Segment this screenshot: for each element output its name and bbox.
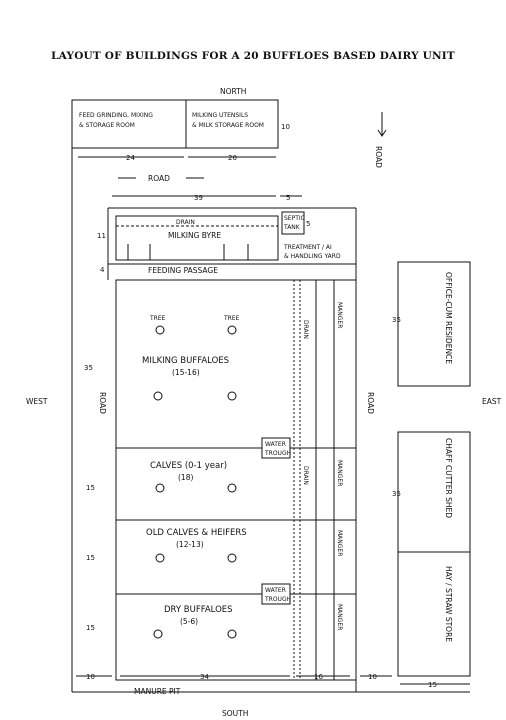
manger-label-4: MANGER xyxy=(336,604,343,630)
west-label: WEST xyxy=(26,397,48,406)
tree-marker xyxy=(155,483,165,493)
east-road-top-label: ROAD xyxy=(374,146,383,168)
trough-label-2: TROUGH xyxy=(264,596,291,603)
chaff-dim: 35 xyxy=(392,490,401,498)
water-trough-label-2: WATER xyxy=(265,587,286,594)
bottom-far-right-dim: 15 xyxy=(428,681,437,689)
tree-marker xyxy=(227,325,237,335)
milking-shed-label: MILKING BUFFALOES xyxy=(142,356,229,366)
passage-dim: 4 xyxy=(100,266,105,274)
north-label: NORTH xyxy=(220,87,246,96)
water-trough xyxy=(261,437,291,459)
milk-room-label-2: & MILK STORAGE ROOM xyxy=(192,122,264,129)
top-rooms-block xyxy=(71,99,279,149)
tree-marker xyxy=(155,325,165,335)
office-label: OFFICE-CUM RESIDENCE xyxy=(444,272,453,364)
north-road-label: ROAD xyxy=(148,174,170,183)
hay-straw-store xyxy=(397,551,471,677)
tree-label: TREE xyxy=(149,315,166,322)
milking-byre xyxy=(115,215,279,261)
west-road-label: ROAD xyxy=(98,392,107,414)
tree-marker xyxy=(153,629,163,639)
bottom-right-dim: 16 xyxy=(314,673,323,681)
septic-tank xyxy=(281,211,305,235)
tree-marker xyxy=(227,553,237,563)
office-building xyxy=(397,261,471,387)
feed-room-label: FEED GRINDING, MIXING xyxy=(79,112,153,119)
bottom-left-dim: 10 xyxy=(86,673,95,681)
milk-room-label: MILKING UTENSILS xyxy=(192,112,248,119)
dry-shed-label: DRY BUFFALOES xyxy=(164,605,233,615)
milking-byre-label: MILKING BYRE xyxy=(168,231,221,240)
drain-label-2: DRAIN xyxy=(302,466,309,485)
trough-label: TROUGH xyxy=(264,450,291,457)
heifers-depth-dim: 15 xyxy=(86,554,95,562)
dry-shed-count: (5-6) xyxy=(180,617,198,626)
septic-label: SEPTIC xyxy=(284,215,305,222)
milking-shed-count: (15-16) xyxy=(172,368,200,377)
water-trough-label: WATER xyxy=(265,441,286,448)
feeding-passage-label: FEEDING PASSAGE xyxy=(148,266,218,275)
calves-shed-label: CALVES (0-1 year) xyxy=(150,461,227,471)
drain-label: DRAIN xyxy=(302,320,309,339)
milking-depth-dim: 35 xyxy=(84,364,93,372)
manger-label: MANGER xyxy=(336,302,343,328)
manure-pit-label: MANURE PIT xyxy=(134,687,181,696)
treatment-label: TREATMENT / AI xyxy=(283,244,332,251)
sheds-block xyxy=(115,279,357,681)
feed-width-dim: 24 xyxy=(126,154,135,162)
feed-room-label-2: & STORAGE ROOM xyxy=(79,122,135,129)
bottom-middle-dim: 34 xyxy=(200,673,209,681)
bottom-right2-dim: 10 xyxy=(368,673,377,681)
manger-label-3: MANGER xyxy=(336,530,343,556)
tree-marker xyxy=(155,553,165,563)
chaff-cutter-shed xyxy=(397,431,471,553)
middle-road-label: ROAD xyxy=(366,392,375,414)
tree-marker xyxy=(227,391,237,401)
septic-dim: 5 xyxy=(306,220,310,228)
heifers-shed-label: OLD CALVES & HEIFERS xyxy=(146,528,247,538)
room-depth-dim: 10 xyxy=(281,123,290,131)
byre-drain-label: DRAIN xyxy=(176,219,195,226)
calves-shed-count: (18) xyxy=(178,473,193,482)
byre-right-width-dim: 5 xyxy=(286,194,290,202)
heifers-shed-count: (12-13) xyxy=(176,540,204,549)
office-dim: 35 xyxy=(392,316,401,324)
tree-label-2: TREE xyxy=(223,315,240,322)
tree-marker xyxy=(153,391,163,401)
east-label: EAST xyxy=(482,397,502,406)
chaff-label: CHAFF CUTTER SHED xyxy=(444,438,453,518)
road-arrow-head xyxy=(377,129,387,137)
byre-width-dim: 39 xyxy=(194,194,203,202)
water-trough-2 xyxy=(261,583,291,605)
tree-marker xyxy=(227,629,237,639)
hay-label: HAY / STRAW STORE xyxy=(444,566,453,642)
page-title: LAYOUT OF BUILDINGS FOR A 20 BUFFLOES BA… xyxy=(51,50,455,62)
south-label: SOUTH xyxy=(222,709,248,718)
milk-width-dim: 20 xyxy=(228,154,237,162)
calves-depth-dim: 15 xyxy=(86,484,95,492)
tree-marker xyxy=(227,483,237,493)
dry-depth-dim: 15 xyxy=(86,624,95,632)
byre-depth-dim: 11 xyxy=(97,232,106,240)
handling-yard-label: & HANDLING YARD xyxy=(284,253,341,260)
manger-label-2: MANGER xyxy=(336,460,343,486)
tank-label: TANK xyxy=(283,224,301,231)
